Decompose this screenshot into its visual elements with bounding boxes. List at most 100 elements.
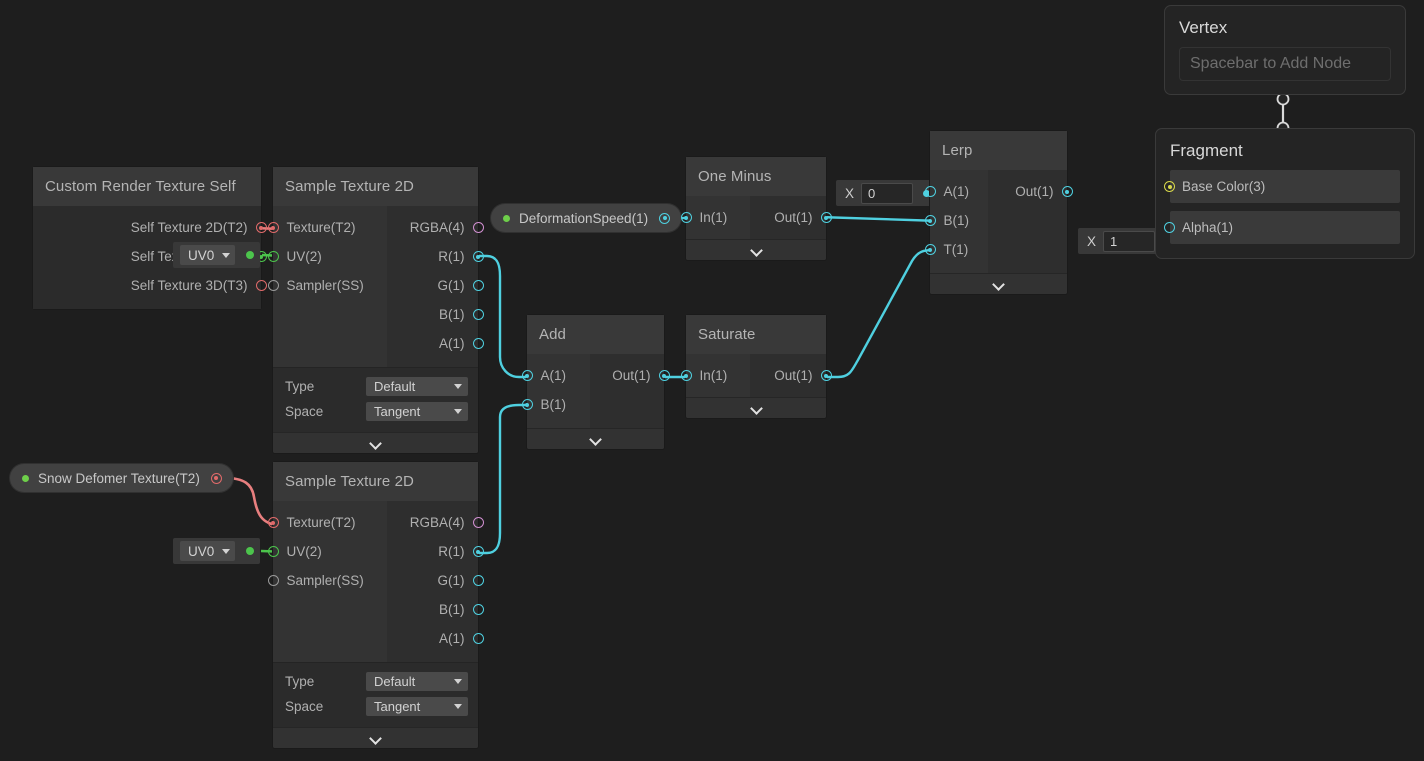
output-port-row-g[interactable]: G(1) (387, 271, 484, 300)
uv0-dropdown-bottom[interactable]: UV0 (173, 538, 261, 564)
uv0-output-port-icon[interactable] (246, 547, 255, 555)
setting-row-type[interactable]: Type Default (273, 374, 478, 399)
input-port-row-uv[interactable]: UV(2) (267, 242, 387, 271)
property-output-port-icon[interactable] (210, 472, 222, 484)
input-port-sampler-icon[interactable] (267, 575, 279, 586)
lerp-a-value-input[interactable]: 0 (861, 182, 914, 204)
collapse-toggle[interactable] (273, 432, 478, 453)
input-port-uv-icon[interactable] (267, 546, 279, 557)
output-port-row-rgba[interactable]: RGBA(4) (387, 508, 484, 537)
input-port-row-a[interactable]: A(1) (924, 177, 988, 206)
collapse-toggle[interactable] (686, 397, 826, 418)
property-output-port-icon[interactable] (659, 212, 671, 224)
input-port-uv-icon[interactable] (267, 251, 279, 262)
node-sample-texture-2d-top[interactable]: Sample Texture 2D Texture(T2) UV(2) Samp… (267, 167, 484, 453)
output-port-row-out[interactable]: Out(1) (750, 203, 832, 232)
space-dropdown[interactable]: Tangent (366, 697, 468, 716)
input-port-a-icon[interactable] (924, 186, 936, 197)
output-port-out-icon[interactable] (820, 370, 832, 381)
output-port-g-icon[interactable] (472, 280, 484, 291)
input-port-base-color-icon[interactable] (1164, 181, 1175, 192)
output-port-self-texture-2d-icon[interactable] (255, 222, 267, 233)
input-port-row-uv[interactable]: UV(2) (267, 537, 387, 566)
input-port-sampler-icon[interactable] (267, 280, 279, 291)
node-saturate[interactable]: Saturate In(1) Out(1) (680, 315, 832, 418)
output-port-row-out[interactable]: Out(1) (590, 361, 670, 390)
output-port-a-icon[interactable] (472, 633, 484, 644)
input-port-row-sampler[interactable]: Sampler(SS) (267, 566, 387, 595)
setting-row-type[interactable]: Type Default (273, 669, 478, 694)
output-port-row-g[interactable]: G(1) (387, 566, 484, 595)
output-port-out-icon[interactable] (820, 212, 832, 223)
output-port-rgba-icon[interactable] (472, 222, 484, 233)
input-port-row-sampler[interactable]: Sampler(SS) (267, 271, 387, 300)
fragment-alpha-value-input[interactable]: 1 (1103, 230, 1156, 252)
setting-row-space[interactable]: Space Tangent (273, 694, 478, 719)
output-port-b-icon[interactable] (472, 604, 484, 615)
output-port-g-icon[interactable] (472, 575, 484, 586)
input-port-in-icon[interactable] (680, 370, 692, 381)
output-port-out-icon[interactable] (1061, 186, 1073, 197)
node-lerp[interactable]: Lerp A(1) B(1) T(1) Out(1) (924, 131, 1073, 294)
output-port-r-icon[interactable] (472, 251, 484, 262)
input-port-row-texture[interactable]: Texture(T2) (267, 508, 387, 537)
output-port-a-icon[interactable] (472, 338, 484, 349)
setting-row-space[interactable]: Space Tangent (273, 399, 478, 424)
input-port-row-in[interactable]: In(1) (680, 361, 750, 390)
output-port-row-a[interactable]: A(1) (387, 329, 484, 358)
type-dropdown[interactable]: Default (366, 377, 468, 396)
uv0-select[interactable]: UV0 (180, 245, 236, 265)
node-custom-render-texture-self[interactable]: Custom Render Texture Self Self Texture … (33, 167, 267, 309)
lerp-a-value-widget[interactable]: X 0 (836, 180, 938, 206)
input-port-b-icon[interactable] (521, 399, 533, 410)
output-port-row-b[interactable]: B(1) (387, 595, 484, 624)
output-port-row-b[interactable]: B(1) (387, 300, 484, 329)
collapse-toggle[interactable] (686, 239, 826, 260)
fragment-row-base-color[interactable]: Base Color(3) (1164, 170, 1400, 203)
space-dropdown[interactable]: Tangent (366, 402, 468, 421)
uv0-output-port-icon[interactable] (246, 251, 255, 259)
output-port-b-icon[interactable] (472, 309, 484, 320)
input-port-row-texture[interactable]: Texture(T2) (267, 213, 387, 242)
output-port-row-r[interactable]: R(1) (387, 537, 484, 566)
output-port-row-out[interactable]: Out(1) (750, 361, 832, 390)
uv0-dropdown-top[interactable]: UV0 (173, 242, 261, 268)
output-port-r-icon[interactable] (472, 546, 484, 557)
output-port-row-out[interactable]: Out(1) (988, 177, 1073, 206)
input-port-texture-icon[interactable] (267, 517, 279, 528)
input-port-in-icon[interactable] (680, 212, 692, 223)
node-fragment-master[interactable]: Fragment Base Color(3) Alpha(1) (1155, 128, 1415, 259)
input-port-texture-icon[interactable] (267, 222, 279, 233)
node-one-minus[interactable]: One Minus In(1) Out(1) (680, 157, 832, 260)
property-deformation-speed[interactable]: DeformationSpeed(1) (491, 204, 682, 232)
node-add[interactable]: Add A(1) B(1) Out(1) (521, 315, 670, 449)
input-port-row-b[interactable]: B(1) (521, 390, 590, 419)
input-port-alpha-icon[interactable] (1164, 222, 1175, 233)
type-dropdown[interactable]: Default (366, 672, 468, 691)
collapse-toggle[interactable] (930, 273, 1067, 294)
fragment-row-alpha[interactable]: Alpha(1) (1164, 211, 1400, 244)
output-port-rgba-icon[interactable] (472, 517, 484, 528)
collapse-toggle[interactable] (527, 428, 664, 449)
node-sample-texture-2d-bottom[interactable]: Sample Texture 2D Texture(T2) UV(2) Samp… (267, 462, 484, 748)
node-vertex-master[interactable]: Vertex Spacebar to Add Node (1164, 5, 1406, 95)
input-port-row-in[interactable]: In(1) (680, 203, 750, 232)
output-port-row-r[interactable]: R(1) (387, 242, 484, 271)
output-port-row-rgba[interactable]: RGBA(4) (387, 213, 484, 242)
input-port-row-a[interactable]: A(1) (521, 361, 590, 390)
collapse-toggle[interactable] (273, 727, 478, 748)
property-snow-deformer-texture[interactable]: Snow Defomer Texture(T2) (10, 464, 233, 492)
input-port-t-icon[interactable] (924, 244, 936, 255)
input-port-b-icon[interactable] (924, 215, 936, 226)
output-port-row-a[interactable]: A(1) (387, 624, 484, 653)
input-port-row-t[interactable]: T(1) (924, 235, 988, 264)
input-port-row-b[interactable]: B(1) (924, 206, 988, 235)
vertex-empty-slot[interactable]: Spacebar to Add Node (1179, 47, 1391, 81)
port-row-self-texture-2d[interactable]: Self Texture 2D(T2) (33, 213, 267, 242)
output-port-out-icon[interactable] (658, 370, 670, 381)
uv0-select[interactable]: UV0 (180, 541, 236, 561)
output-port-self-texture-3d-icon[interactable] (255, 280, 267, 291)
input-port-a-icon[interactable] (521, 370, 533, 381)
port-row-self-texture-3d[interactable]: Self Texture 3D(T3) (33, 271, 267, 300)
